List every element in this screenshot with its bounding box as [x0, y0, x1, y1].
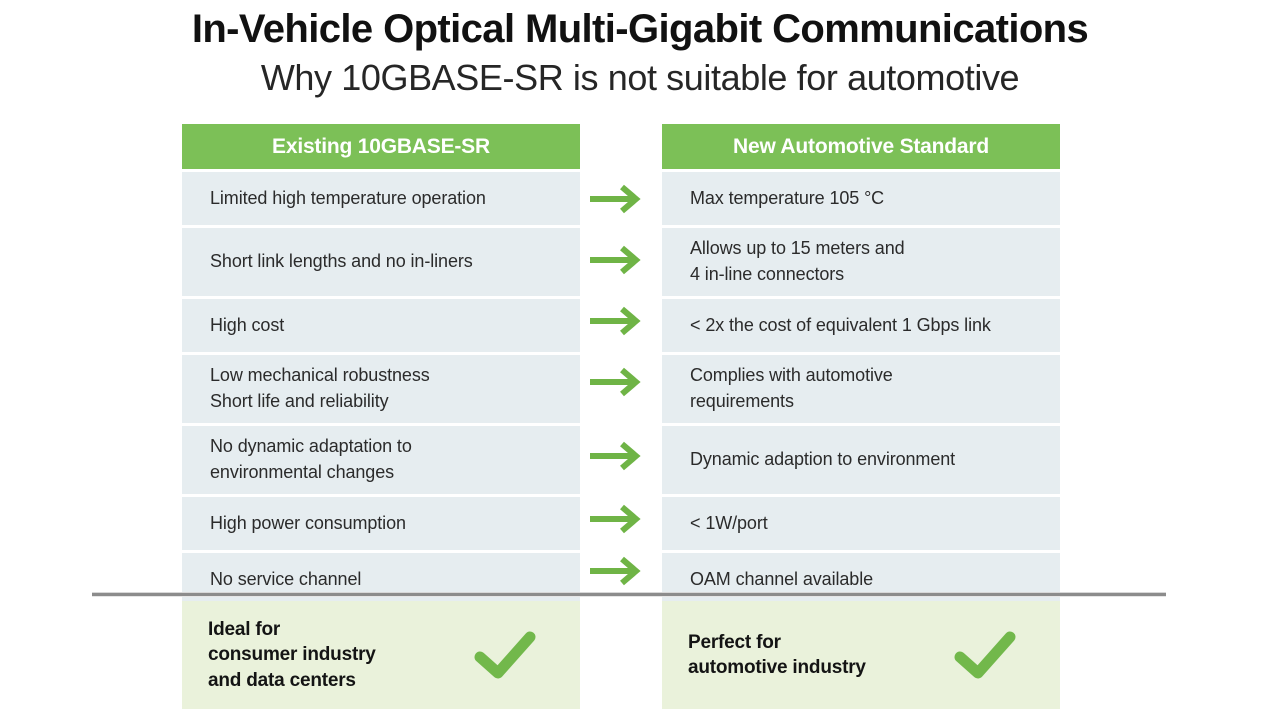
row-text-line1: Complies with automotive	[690, 365, 893, 386]
page-subtitle: Why 10GBASE-SR is not suitable for autom…	[260, 57, 1020, 98]
arrow-right-icon	[590, 245, 641, 275]
summary-line1: Ideal for	[208, 619, 281, 641]
summary-line2: automotive industry	[688, 657, 866, 678]
table-row: Complies with automotive requirements	[662, 355, 1060, 423]
summary-box-automotive: Perfect for automotive industry	[662, 601, 1060, 709]
summary-line1: Perfect for	[688, 631, 781, 653]
row-text-line1: Short link lengths and no in-liners	[210, 251, 473, 272]
rows-existing: Limited high temperature operation Short…	[182, 172, 580, 606]
column-header-existing: Existing 10GBASE-SR	[182, 124, 580, 169]
table-row: Limited high temperature operation	[182, 172, 580, 225]
column-arrows	[580, 124, 662, 609]
row-text-line1: Dynamic adaption to environment	[690, 449, 956, 470]
table-row: Dynamic adaption to environment	[662, 426, 1060, 494]
summary-text-consumer: Ideal for consumer industry and data cen…	[208, 617, 376, 692]
row-text-line1: No service channel	[210, 568, 362, 589]
arrow-right-icon	[590, 504, 641, 534]
check-icon	[474, 631, 536, 679]
summary-box-consumer: Ideal for consumer industry and data cen…	[182, 601, 580, 709]
table-row: High cost	[182, 299, 580, 352]
table-row: < 1W/port	[662, 497, 1060, 550]
table-row: High power consumption	[182, 497, 580, 550]
row-text-line1: High cost	[210, 314, 285, 335]
arrow-right-icon	[590, 441, 641, 471]
row-text-line1: High power consumption	[210, 512, 406, 533]
rows-new-standard: Max temperature 105 °C Allows up to 15 m…	[662, 172, 1060, 606]
table-row: OAM channel available	[662, 553, 1060, 606]
page-title: In-Vehicle Optical Multi-Gigabit Communi…	[191, 7, 1089, 51]
summary-line3: and data centers	[208, 669, 356, 691]
row-text-line2: requirements	[690, 391, 794, 411]
arrow-right-icon	[590, 367, 641, 397]
column-new-standard: New Automotive Standard Max temperature …	[662, 124, 1060, 609]
row-text-line1: < 2x the cost of equivalent 1 Gbps link	[690, 314, 991, 335]
column-existing: Existing 10GBASE-SR Limited high tempera…	[182, 124, 580, 609]
arrow-right-icon	[590, 306, 641, 336]
table-row: Short link lengths and no in-liners	[182, 228, 580, 296]
row-text-line1: No dynamic adaptation to	[210, 436, 412, 457]
table-row: No service channel	[182, 553, 580, 606]
horizontal-divider	[92, 592, 1166, 597]
table-row: No dynamic adaptation to environmental c…	[182, 426, 580, 494]
row-text-line1: Allows up to 15 meters and	[690, 238, 905, 259]
row-text-line1: Low mechanical robustness	[210, 365, 430, 386]
table-row: Allows up to 15 meters and 4 in-line con…	[662, 228, 1060, 296]
table-row: < 2x the cost of equivalent 1 Gbps link	[662, 299, 1060, 352]
table-row: Max temperature 105 °C	[662, 172, 1060, 225]
comparison-table: Existing 10GBASE-SR Limited high tempera…	[182, 124, 1060, 609]
check-icon	[954, 631, 1016, 679]
row-text-line2: environmental changes	[210, 462, 395, 482]
title-block: In-Vehicle Optical Multi-Gigabit Communi…	[0, 6, 1280, 99]
summary-line2: consumer industry	[208, 644, 376, 666]
summary-text-automotive: Perfect for automotive industry	[688, 630, 866, 680]
column-header-new-standard: New Automotive Standard	[662, 124, 1060, 169]
table-row: Low mechanical robustness Short life and…	[182, 355, 580, 423]
row-text-line1: OAM channel available	[690, 568, 874, 589]
row-text-line1: < 1W/port	[690, 512, 768, 533]
row-text-line1: Limited high temperature operation	[210, 187, 486, 208]
row-text-line2: Short life and reliability	[210, 391, 389, 411]
arrow-stack	[580, 124, 662, 609]
summary-row: Ideal for consumer industry and data cen…	[182, 601, 1060, 709]
row-text-line2: 4 in-line connectors	[690, 264, 845, 284]
arrow-right-icon	[590, 184, 641, 214]
arrow-right-icon	[590, 556, 641, 586]
row-text-line1: Max temperature 105 °C	[690, 187, 885, 208]
